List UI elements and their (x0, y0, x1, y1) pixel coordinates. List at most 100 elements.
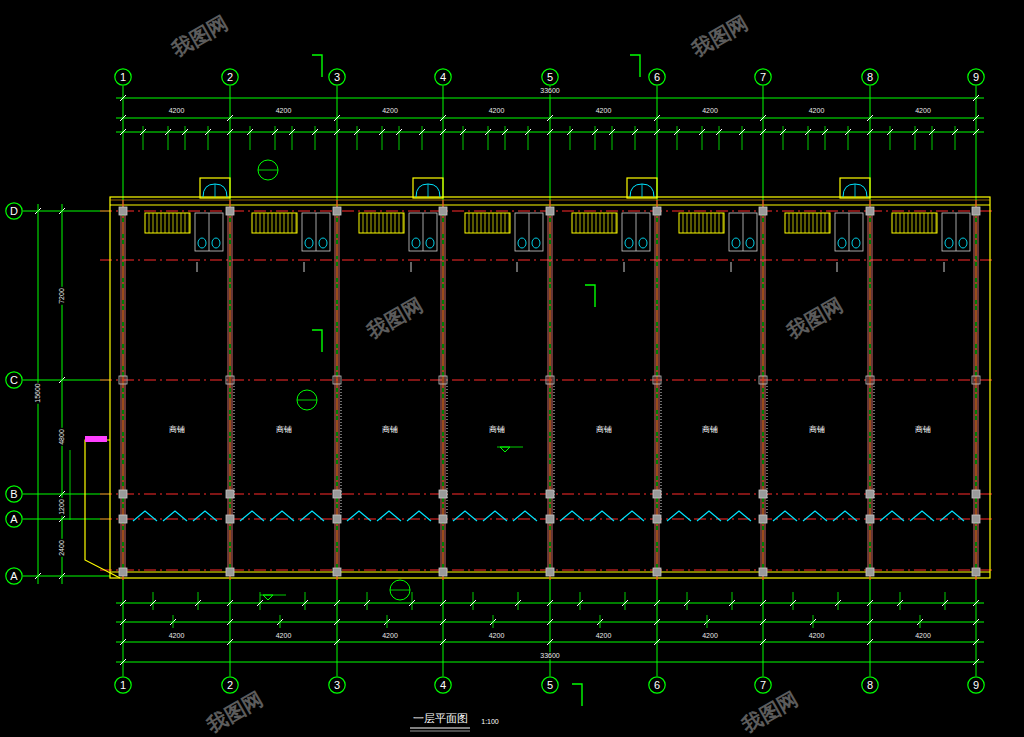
stair-tread (469, 213, 470, 233)
stair-tread (493, 213, 494, 233)
extension-line (570, 126, 571, 150)
axis-number: 8 (867, 680, 873, 691)
dimension-tick (973, 639, 979, 645)
dimension-tick (609, 129, 615, 135)
extension-line (422, 126, 423, 150)
extension-line (473, 592, 474, 610)
dimension-tick (440, 600, 446, 606)
dimension-tick (195, 600, 201, 606)
section-mark (944, 262, 945, 272)
door-swing (428, 184, 440, 197)
column (333, 376, 341, 384)
dimension-tick (150, 600, 156, 606)
door-symbol (590, 511, 614, 521)
dimension-text: 4200 (701, 107, 719, 114)
dimension-tick (835, 600, 841, 606)
dimension-tick (379, 129, 385, 135)
axis-bubble-circle (115, 69, 131, 85)
dimension-tick (247, 129, 253, 135)
extension-line (528, 126, 529, 150)
stair-tread (912, 213, 913, 233)
column (226, 515, 234, 523)
column (546, 515, 554, 523)
extension-line (518, 592, 519, 610)
room-name: 商铺 (488, 426, 506, 434)
axis-bubble-circle (649, 677, 665, 693)
dimension-tick (120, 129, 126, 135)
door-swing (855, 184, 867, 197)
dimension-tick (760, 129, 766, 135)
toilet-fixture (959, 238, 967, 248)
extension-line (315, 126, 316, 150)
stair-tread (497, 213, 498, 233)
door-symbol (377, 511, 401, 521)
level-symbol (263, 595, 273, 600)
extension-line (153, 592, 154, 610)
stair-tread (268, 213, 269, 233)
dimension-tick (312, 129, 318, 135)
dimension-tick (760, 115, 766, 121)
door-symbol (667, 511, 691, 521)
stair-tread (505, 213, 506, 233)
level-symbol (500, 447, 510, 452)
stair-tread (715, 213, 716, 233)
door-leaf (642, 184, 643, 197)
door-leaf (215, 184, 216, 197)
room-name: 商铺 (595, 426, 613, 434)
stair-tread (383, 213, 384, 233)
toilet-room (835, 213, 863, 251)
dimension-tick (165, 129, 171, 135)
dimension-tick (716, 129, 722, 135)
door-symbol (513, 511, 537, 521)
stair-tread (916, 213, 917, 233)
dimension-text: 4200 (168, 632, 186, 639)
dimension-tick (805, 129, 811, 135)
axis-line (23, 211, 110, 212)
dimension-text: 4200 (381, 107, 399, 114)
stair-tread (173, 213, 174, 233)
column (226, 490, 234, 498)
section-mark (517, 262, 518, 272)
axis-number: 8 (867, 72, 873, 83)
room-name: 商铺 (168, 426, 186, 434)
dimension-tick (867, 639, 873, 645)
stair-tread (896, 213, 897, 233)
stair-tread (608, 213, 609, 233)
stair-tread (616, 213, 617, 233)
toilet-fixture (838, 238, 846, 248)
axis-line (976, 86, 977, 676)
stair-tread (719, 213, 720, 233)
dimension-tick (364, 600, 370, 606)
stair-tread (900, 213, 901, 233)
dimension-text: 4200 (595, 632, 613, 639)
dimension-text: 4200 (914, 107, 932, 114)
door-symbol (240, 511, 264, 521)
extension-line (292, 126, 293, 150)
dimension-tick (547, 600, 553, 606)
dimension-tick (120, 95, 126, 101)
stair-tread (932, 213, 933, 233)
dimension-text: 4200 (488, 107, 506, 114)
entrance-porch (627, 178, 657, 198)
axis-number: 6 (654, 680, 660, 691)
axis-bubble-circle (6, 486, 22, 502)
detail-callout-line (297, 400, 317, 401)
stair-tread (165, 213, 166, 233)
stair-tread (683, 213, 684, 233)
dimension-text: 33600 (539, 652, 560, 659)
extension-line (732, 592, 733, 610)
stair-tread (477, 213, 478, 233)
dimension-tick (227, 639, 233, 645)
detail-callout-line (390, 590, 410, 591)
column (972, 490, 980, 498)
column (439, 376, 447, 384)
axis-bubble: 1 (114, 676, 132, 694)
axis-bubble-circle (222, 69, 238, 85)
stair-tread (825, 213, 826, 233)
stair-tread (908, 213, 909, 233)
extension-line (305, 592, 306, 610)
stair-tread (169, 213, 170, 233)
stair-tread (604, 213, 605, 233)
axis-bubble: 5 (541, 676, 559, 694)
